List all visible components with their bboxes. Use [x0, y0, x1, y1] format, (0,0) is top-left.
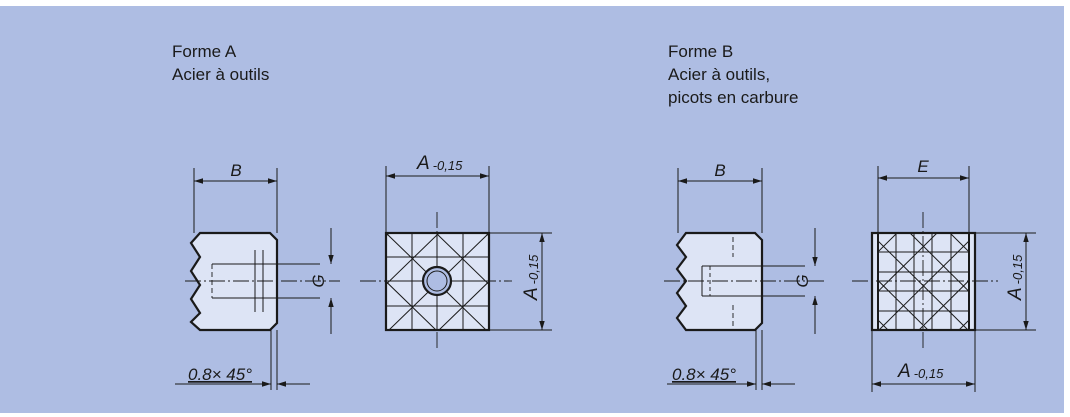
form-b-material: Acier à outils,	[668, 65, 771, 84]
form-a-dim-width-label: B	[230, 161, 241, 180]
form-a-caption: Forme A Acier à outils	[172, 40, 269, 86]
form-b-side-view	[664, 168, 825, 390]
form-a-material: Acier à outils	[172, 65, 270, 84]
form-a-side-body	[189, 231, 279, 332]
form-b-title: Forme B	[668, 42, 734, 61]
form-a-dim-side-right-label: A-0,15	[521, 254, 542, 301]
form-b-material-note: picots en carbure	[668, 88, 799, 107]
form-a-dim-side	[386, 173, 545, 330]
form-a-title: Forme A	[172, 42, 237, 61]
form-b-dim-side	[872, 233, 1029, 387]
drawing-panel	[0, 6, 1064, 413]
form-a-front-view	[360, 166, 552, 348]
form-b-dim-width-label: B	[714, 161, 725, 180]
form-a-chamfer-label: 0.8× 45°	[188, 365, 252, 384]
form-b-chamfer-label: 0.8× 45°	[672, 365, 736, 384]
form-b-caption: Forme B Acier à outils, picots en carbur…	[668, 40, 798, 109]
form-b-side-body	[675, 231, 764, 332]
form-a-side-view	[185, 168, 340, 390]
form-a-dim-side-top-label: A-0,15	[416, 153, 463, 174]
form-b-dim-face-label: E	[917, 157, 929, 176]
form-b-dim-bore-label: G	[793, 274, 812, 287]
form-a-dim-bore-label: G	[309, 274, 328, 287]
form-b-dim-side-bottom-label: A-0,15	[897, 361, 944, 382]
form-b-front-view	[852, 166, 1036, 392]
form-b-dim-side-right-label: A-0,15	[1005, 254, 1026, 301]
